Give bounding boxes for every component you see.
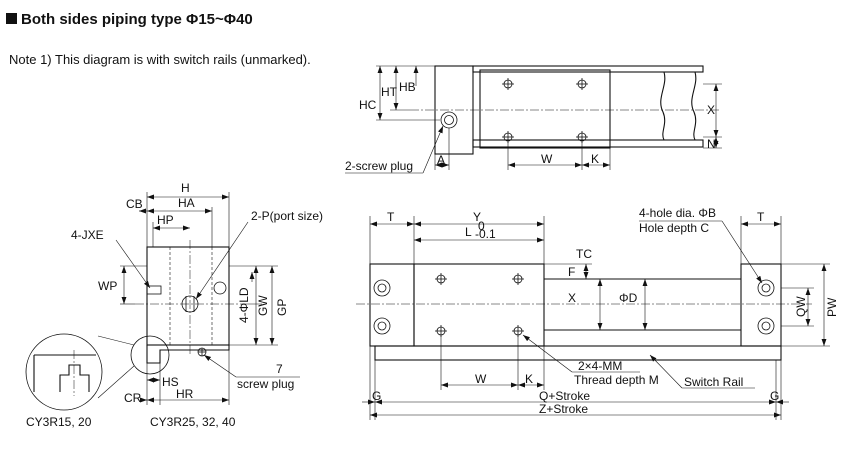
tc-label: TC [576,247,592,261]
thread-label: Thread depth M [574,373,659,387]
side-body [146,246,230,346]
front-view: T Y L 0 -0.1 T 4-hole dia. ΦB Hole depth… [356,206,839,420]
wp-label: WP [98,279,117,293]
ld-label: 4-ΦLD [237,287,251,323]
side-port-2 [213,281,227,295]
detail-large-circle [25,333,103,411]
top-slide-table [479,69,611,149]
top-break-line-2 [691,71,697,141]
side-view: H HA CB HP 2-P(port size) 4-JXE WP 4-ΦLD… [71,181,323,405]
hs-label: HS [162,375,179,389]
ht-label: HT [381,85,398,99]
detail-large-label: CY3R25, 32, 40 [150,415,236,429]
bullet-square-icon [6,13,17,24]
top-tube-upper [472,65,704,73]
cr-label: CR [124,391,142,405]
section-title-text: Both sides piping type Φ15~Φ40 [21,11,253,28]
front-right-end [740,263,782,347]
gp-label: GP [275,299,289,316]
front-end-holes [373,279,775,335]
top-break-line [660,71,666,141]
detail-small-label: CY3R15, 20 [26,415,92,429]
hp-label: HP [157,213,174,227]
w-front-label: W [475,372,487,386]
plug-num-label: 7 [276,362,283,376]
top-view: HC HT HB X N A W K 2-screw plug [345,65,722,174]
hole-label: 4-hole dia. ΦB [639,206,716,220]
a-label: A [437,153,445,167]
front-slide-table [413,263,545,347]
gw-label: GW [256,295,270,316]
g-left-label: G [372,389,381,403]
top-tube-lower [472,139,704,148]
z-label: Z+Stroke [539,402,588,416]
n-label: N [707,137,716,151]
side-port [181,295,199,313]
l-tol-top: 0 [478,219,485,233]
hc-label: HC [359,98,377,112]
q-label: Q+Stroke [539,389,590,403]
l-label: L [465,225,472,239]
t-left-label: T [387,210,395,224]
top-plug-inner [444,115,454,125]
x-top-label: X [707,103,715,117]
pw-label: PW [825,297,839,317]
plug-side-label: screw plug [237,377,294,391]
ha-label: HA [178,196,195,210]
port-label: 2-P(port size) [251,209,323,223]
k-top-label: K [591,152,599,166]
cb-label: CB [126,197,143,211]
mm-label: 2×4-MM [578,359,622,373]
top-bolt-holes [502,78,588,143]
side-rail-profile [146,345,230,364]
detail-callout-circle [130,335,170,375]
hole-depth-label: Hole depth C [639,221,709,235]
front-table-holes [435,273,524,337]
jxe-label: 4-JXE [71,228,104,242]
hb-label: HB [399,80,416,94]
k-front-label: K [525,372,533,386]
h-label: H [181,181,190,195]
qw-label: QW [794,296,808,317]
t-right-label: T [757,210,765,224]
plug-top-label: 2-screw plug [345,159,413,173]
section-title: Both sides piping type Φ15~Φ40 [6,11,253,28]
g-right-label: G [770,389,779,403]
detail-views: CY3R15, 20 CY3R25, 32, 40 [25,333,236,429]
front-left-end [369,263,415,347]
y-label: Y [473,210,481,224]
x-front-label: X [568,291,576,305]
w-top-label: W [541,152,553,166]
front-switch-rail [374,345,782,361]
rail-label: Switch Rail [684,375,743,389]
top-plug-outer [440,111,458,129]
l-tol-bottom: -0.1 [475,227,496,241]
f-label: F [568,265,575,279]
hr-label: HR [176,387,194,401]
od-label: ΦD [619,291,638,305]
diagram-note: Note 1) This diagram is with switch rail… [9,52,311,67]
side-jxe-slot [146,285,162,295]
